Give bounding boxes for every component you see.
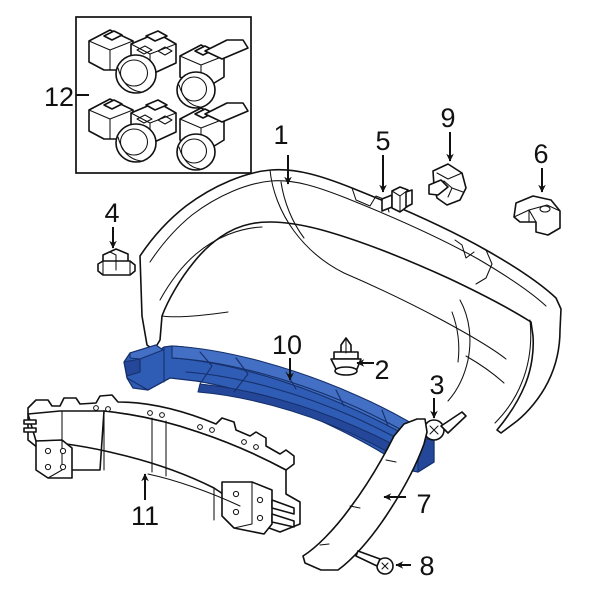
rear-bumper-cover [139,155,562,434]
square-grommet-plug [97,227,136,276]
side-retainer-bracket [513,168,561,236]
trim-screw [355,550,411,575]
callout-numbers: 1 2 3 4 5 6 7 8 9 10 11 12 [44,82,549,581]
callout-number-12: 12 [44,82,74,112]
bumper-side-bracket [428,132,467,206]
rear-bumper-reinforcement-beam [23,394,301,535]
callout-number-6: 6 [533,139,548,169]
callout-number-4: 4 [104,198,119,228]
cross-head-screw [423,398,467,441]
parking-sensor-2 [176,39,249,109]
callout-number-11: 11 [131,501,159,531]
callout-number-9: 9 [440,103,455,133]
callout-number-7: 7 [416,489,431,519]
callout-number-3: 3 [429,370,444,400]
callout-number-8: 8 [419,551,434,581]
hex-flange-bolt [379,155,413,213]
lower-trim-seal-strip [302,418,428,571]
callout-number-5: 5 [375,126,390,156]
parking-sensor-3 [88,98,177,163]
parking-sensor-1 [88,29,177,94]
parking-sensor-4 [176,102,249,171]
parking-sensor-inset [75,16,252,174]
callout-number-10: 10 [272,330,302,360]
push-pin-retainer-clip [330,337,374,376]
callout-number-2: 2 [374,355,389,385]
callout-number-1: 1 [273,120,288,150]
